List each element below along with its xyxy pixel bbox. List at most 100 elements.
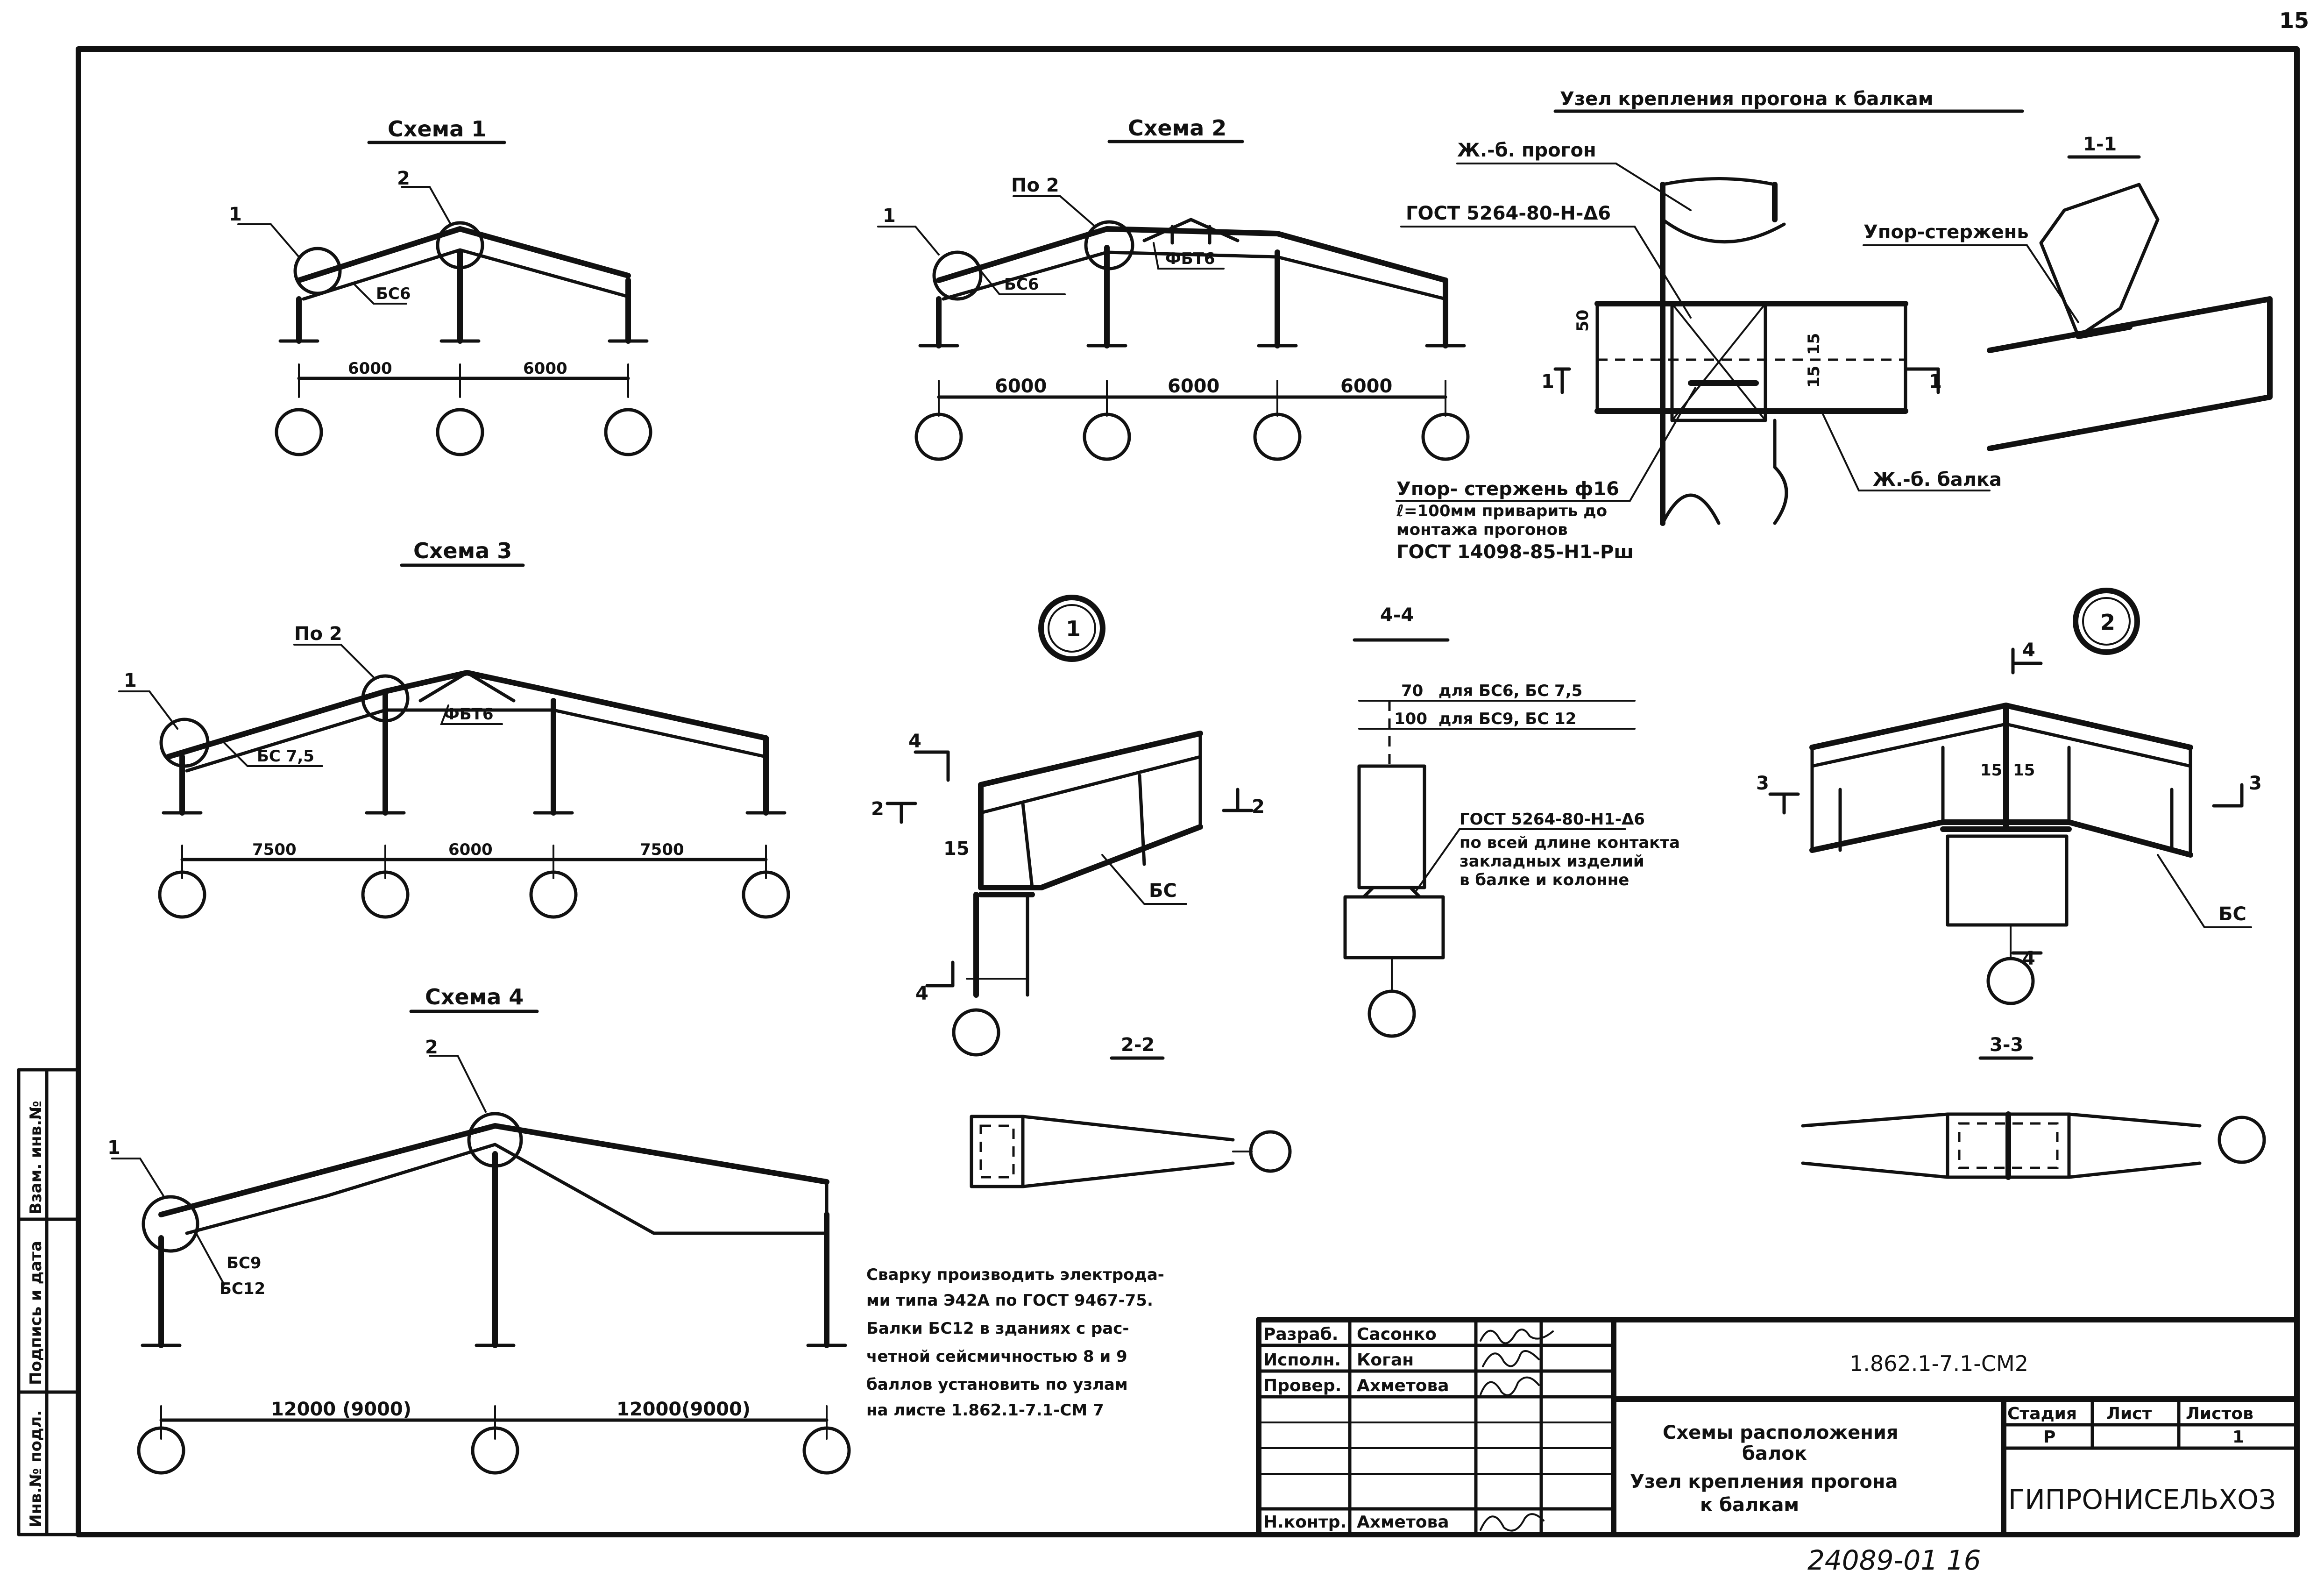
side-strip: Взам. инв.№ Подпись и дата Инв.№ подл.	[17, 1068, 80, 1536]
purlin-dim-15b: 15	[1805, 366, 1823, 388]
tb-code: 1.862.1-7.1-СМ2	[1849, 1351, 2028, 1376]
stop-note-4: ГОСТ 14098-85-Н1-Рш	[1396, 541, 1634, 563]
title-block: Разраб. Сасонко Исполн. Коган Провер. Ах…	[1256, 1317, 2300, 1537]
side-sign-label: Подпись и дата	[27, 1241, 45, 1385]
purlin-node-title: Узел крепления прогона к балкам	[1560, 88, 1934, 110]
s1-node-2: 2	[397, 168, 410, 189]
bottom-number: 24089-01 16	[1807, 1544, 1981, 1576]
node-2-beam-label: БС	[2218, 903, 2246, 925]
s3-dim-c: 7500	[640, 840, 684, 859]
node-1-cut2-right: 2	[1252, 796, 1265, 817]
s1-node-1: 1	[229, 204, 242, 225]
node-1: 1 4 4 2 2 15 БС 2-2	[871, 595, 1292, 1188]
note-line-1: Сварку производить электрода-	[866, 1265, 1164, 1284]
node-2-dim15a: 15	[1980, 761, 2002, 780]
s2-node-1: 1	[883, 205, 896, 227]
stop-note-1: Упор- стержень ф16	[1396, 478, 1619, 500]
s3-truss-label: ФБТ6	[444, 705, 493, 724]
s2-beam-label: БС6	[1004, 275, 1039, 294]
tb-title-3: Узел крепления прогона	[1630, 1471, 1898, 1493]
note-line-4: четной сейсмичностью 8 и 9	[866, 1347, 1127, 1366]
s3-dim-b: 6000	[448, 840, 493, 859]
sec-2-2-title: 2-2	[1121, 1034, 1155, 1056]
signature-3	[1480, 1513, 1545, 1532]
purlin-dim-50: 50	[1573, 310, 1592, 332]
scheme-1-title: Схема 1	[388, 116, 486, 142]
scheme-4-title: Схема 4	[425, 984, 524, 1009]
s4-dim-a: 12000 (9000)	[271, 1399, 411, 1420]
node-2-cut3-left: 3	[1756, 773, 1769, 794]
s4-beam-2: БС12	[220, 1279, 265, 1298]
sec44-note-3: в балке и колонне	[1460, 871, 1629, 889]
sec44-weld: ГОСТ 5264-80-Н1-Δ6	[1460, 810, 1645, 829]
signature-0	[1480, 1329, 1554, 1344]
sec-3-3-title: 3-3	[1990, 1034, 2023, 1056]
purlin-label: Ж.-б. прогон	[1457, 140, 1596, 161]
node-2: 2 4 4 3 3 15 15 БС 3-3	[1756, 588, 2266, 1180]
tb-sheets-header: Листов	[2186, 1404, 2253, 1423]
s1-dim-b: 6000	[523, 359, 567, 378]
s3-node-1: 1	[124, 670, 137, 691]
tb-org: ГИПРОНИСЕЛЬХОЗ	[2008, 1484, 2276, 1515]
sec-4-4-title: 4-4	[1380, 604, 1414, 626]
tb-role-1: Исполн.	[1263, 1351, 1341, 1370]
s3-node-ref: По 2	[294, 623, 342, 645]
s3-beam-label: БС 7,5	[257, 747, 314, 766]
scheme-3: Схема 3 7500 6000 7500 1 По 2 БС 7,5 ФБТ…	[118, 538, 790, 919]
tb-title-1: Схемы расположения	[1663, 1422, 1899, 1443]
scheme-2: Схема 2 6000 6000 6000 1 По 2 БС6 ФБТ6	[877, 115, 1470, 461]
purlin-weld-label: ГОСТ 5264-80-Н-Δ6	[1406, 203, 1611, 224]
sec-1-1-title: 1-1	[2083, 134, 2117, 155]
stop-note-3: монтажа прогонов	[1396, 520, 1568, 539]
note-line-6: на листе 1.862.1-7.1-СМ 7	[866, 1401, 1104, 1420]
section-4-4: 4-4 70 для БС6, БС 7,5 100 для БС9, БС 1…	[1343, 604, 1680, 1038]
node-2-cut4-bottom: 4	[2022, 948, 2035, 969]
purlin-node: Узел крепления прогона к балкам Ж.-б. пр…	[1396, 88, 2273, 563]
s2-node-ref: По 2	[1011, 175, 1059, 196]
note-line-5: баллов установить по узлам	[866, 1375, 1128, 1394]
tb-sheets: 1	[2232, 1428, 2244, 1447]
s1-beam-label: БС6	[376, 284, 411, 303]
node-1-cut2-left: 2	[871, 798, 884, 820]
beam-label: Ж.-б. балка	[1873, 469, 2002, 490]
sheet-corner-number: 15	[2279, 8, 2309, 33]
side-inv-label: Взам. инв.№	[27, 1101, 45, 1215]
drawing-frame	[76, 46, 2300, 1537]
tb-sheet-header: Лист	[2106, 1404, 2152, 1423]
sec44-note-2: закладных изделий	[1460, 852, 1644, 871]
s2-dim-c: 6000	[1340, 376, 1392, 397]
purlin-cut-left: 1	[1541, 371, 1554, 392]
tb-name-3: Ахметова	[1357, 1513, 1449, 1532]
tb-title-2: балок	[1742, 1443, 1807, 1464]
node-1-badge: 1	[1066, 616, 1081, 641]
s3-dim-a: 7500	[252, 840, 297, 859]
node-2-badge: 2	[2100, 610, 2115, 635]
s2-truss-label: ФБТ6	[1165, 249, 1215, 268]
node-2-dim15b: 15	[2013, 761, 2035, 780]
purlin-dim-15a: 15	[1805, 333, 1823, 355]
sec44-r1-val: 70	[1401, 682, 1423, 700]
node-2-cut4-top: 4	[2022, 640, 2035, 661]
signature-2	[1480, 1376, 1540, 1396]
tb-stage: Р	[2043, 1428, 2055, 1447]
scheme-1: Схема 1 6000 6000 1 2 БС6	[229, 116, 652, 456]
tb-stage-header: Стадия	[2007, 1404, 2077, 1423]
note-line-3: Балки БС12 в зданиях с рас-	[866, 1319, 1129, 1338]
scheme-4: Схема 4 12000 (9000) 12000(9000) 1 2 БС9…	[107, 984, 851, 1475]
s4-beam-1: БС9	[227, 1254, 262, 1272]
node-1-cut4-top: 4	[908, 731, 921, 752]
note-line-2: ми типа Э42А по ГОСТ 9467-75.	[866, 1291, 1153, 1310]
tb-name-2: Ахметова	[1357, 1376, 1449, 1395]
sec44-note-1: по всей длине контакта	[1460, 833, 1680, 852]
tb-name-0: Сасонко	[1357, 1325, 1437, 1344]
notes: Сварку производить электрода- ми типа Э4…	[866, 1265, 1164, 1420]
signature-1	[1482, 1350, 1540, 1367]
purlin-cut-right: 1	[1929, 371, 1942, 392]
node-2-cut3-right: 3	[2249, 773, 2262, 794]
tb-title-4: к балкам	[1700, 1494, 1799, 1516]
sec44-r2-val: 100	[1394, 710, 1427, 728]
stop-note-2: ℓ=100мм приварить до	[1396, 502, 1607, 520]
s2-dim-b: 6000	[1168, 376, 1219, 397]
s1-dim-a: 6000	[348, 359, 392, 378]
tb-role-3: Н.контр.	[1263, 1513, 1346, 1532]
